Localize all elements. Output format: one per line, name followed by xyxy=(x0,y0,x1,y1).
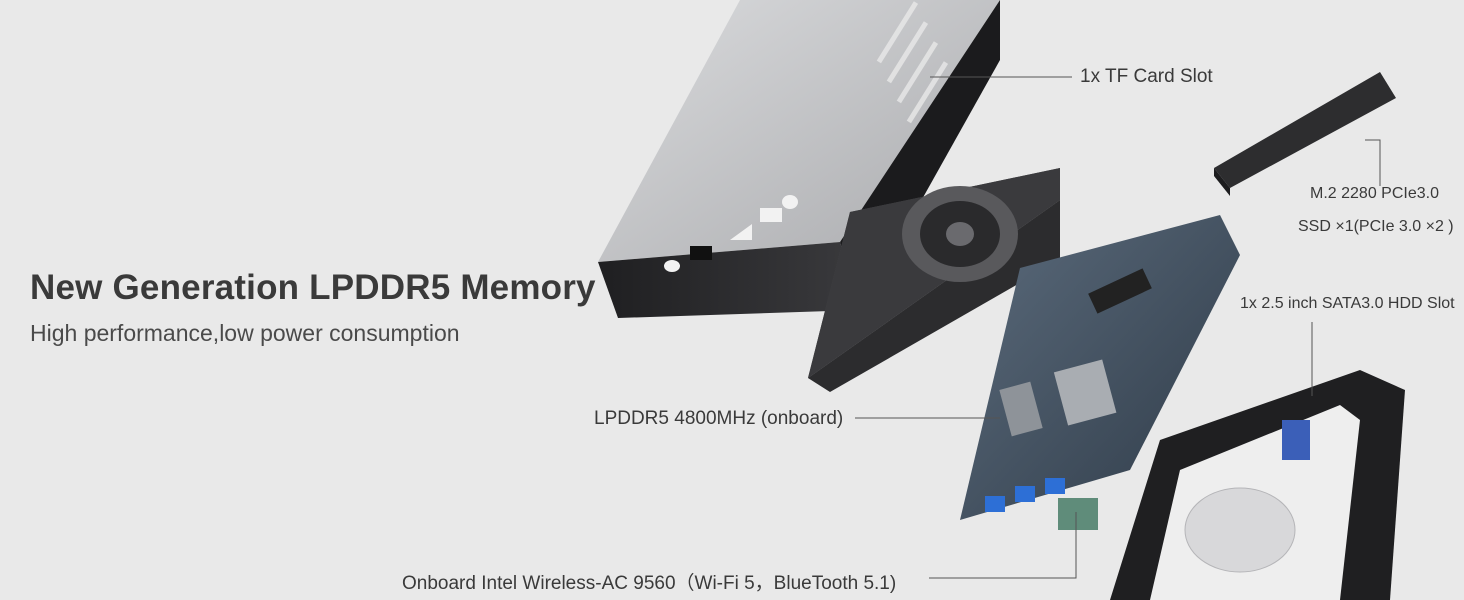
callout-wireless: Onboard Intel Wireless-AC 9560（Wi-Fi 5，B… xyxy=(402,573,897,594)
callout-ssd-line1: M.2 2280 PCIe3.0 xyxy=(1310,185,1439,202)
motherboard xyxy=(960,215,1240,530)
headline: New Generation LPDDR5 Memory xyxy=(30,268,596,307)
callout-hdd: 1x 2.5 inch SATA3.0 HDD Slot xyxy=(1240,295,1455,312)
leader-lines xyxy=(855,76,1381,579)
wifi-card xyxy=(1058,498,1098,530)
subheadline: High performance,low power consumption xyxy=(30,320,460,346)
hdd-bracket xyxy=(1110,370,1405,600)
callout-memory: LPDDR5 4800MHz (onboard) xyxy=(594,408,844,429)
callout-tf-card: 1x TF Card Slot xyxy=(1080,66,1213,87)
front-ports xyxy=(664,195,798,272)
ssd-module xyxy=(1214,72,1396,196)
cooling-fan-heatsink xyxy=(808,168,1060,392)
callout-ssd-line2: SSD ×1(PCIe 3.0 ×2 ) xyxy=(1298,218,1454,235)
